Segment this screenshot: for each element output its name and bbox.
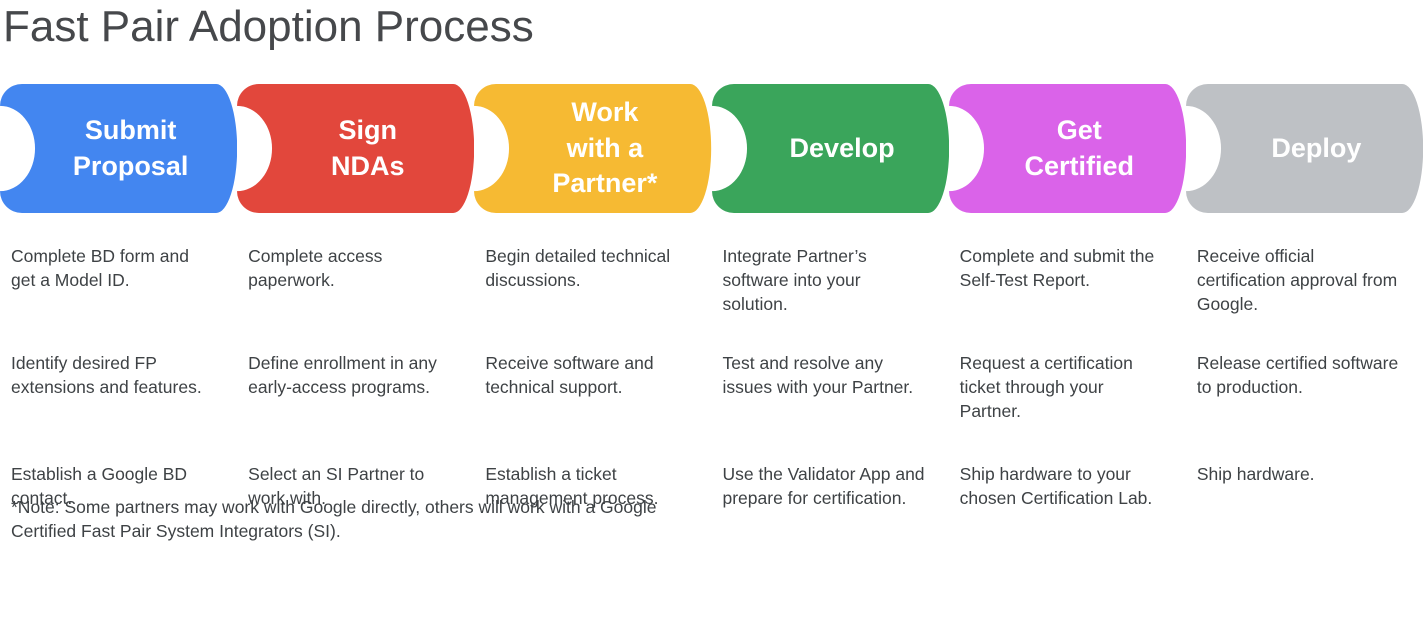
step-column-submit-proposal: Submit Proposal Complete BD form and get… [0, 84, 238, 632]
step-shape-submit-proposal: Submit Proposal [0, 84, 238, 213]
step-label: Deploy [1271, 132, 1362, 163]
step-item: Complete BD form and get a Model ID. [11, 246, 189, 290]
step-item: Identify desired FP extensions and featu… [11, 353, 202, 397]
page-title: Fast Pair Adoption Process [3, 2, 534, 51]
chevron-pill-shape [1185, 84, 1423, 213]
step-item: Release certified software to production… [1196, 353, 1399, 397]
step-item: Request a certification ticket through y… [959, 353, 1133, 421]
step-shape-work-with-partner: Work with a Partner* [474, 84, 712, 213]
step-item: Establish a Google BD contact. [11, 464, 188, 508]
step-shape-develop: Develop [711, 84, 949, 213]
chevron-pill-shape [474, 84, 712, 213]
step-shape-sign-ndas: Sign NDAs [237, 84, 475, 213]
chevron-pill-shape [711, 84, 949, 213]
chevron-pill-shape [237, 84, 475, 213]
step-item: Select an SI Partner to work with. [248, 464, 425, 508]
step-item: Integrate Partner’s software into your s… [722, 246, 867, 314]
step-column-develop: Develop Integrate Partner’s software int… [711, 84, 949, 632]
step-item: Ship hardware to your chosen Certificati… [959, 464, 1153, 508]
step-shape-deploy: Deploy [1185, 84, 1423, 213]
step-item: Use the Validator App and prepare for ce… [722, 464, 925, 508]
process-steps: Submit Proposal Complete BD form and get… [0, 84, 1423, 632]
step-item: Complete and submit the Self-Test Report… [959, 246, 1155, 290]
step-column-deploy: Deploy Receive official certification ap… [1185, 84, 1423, 632]
step-item: Ship hardware. [1196, 464, 1315, 484]
step-label: Sign NDAs [330, 114, 405, 181]
step-label: Develop [789, 132, 895, 163]
step-label: Get Certified [1024, 114, 1134, 181]
step-item: Define enrollment in any early-access pr… [248, 353, 437, 397]
chevron-pill-shape [948, 84, 1186, 213]
step-shape-get-certified: Get Certified [948, 84, 1186, 213]
step-column-get-certified: Get Certified Complete and submit the Se… [948, 84, 1186, 632]
step-item: Establish a ticket management process. [485, 464, 659, 508]
step-item: Complete access paperwork. [248, 246, 383, 290]
step-label: Submit Proposal [72, 114, 189, 181]
step-item: Receive software and technical support. [485, 353, 654, 397]
step-column-work-with-partner: Work with a Partner* Begin detailed tech… [474, 84, 712, 632]
step-item: Test and resolve any issues with your Pa… [722, 353, 914, 397]
step-item: Receive official certification approval … [1196, 246, 1398, 314]
step-column-sign-ndas: Sign NDAs Complete access paperwork. Def… [237, 84, 475, 632]
chevron-pill-shape [0, 84, 238, 213]
step-label: Work with a Partner* [552, 96, 658, 199]
footnote: *Note: Some partners may work with Googl… [11, 497, 657, 541]
step-item: Begin detailed technical discussions. [485, 246, 671, 290]
